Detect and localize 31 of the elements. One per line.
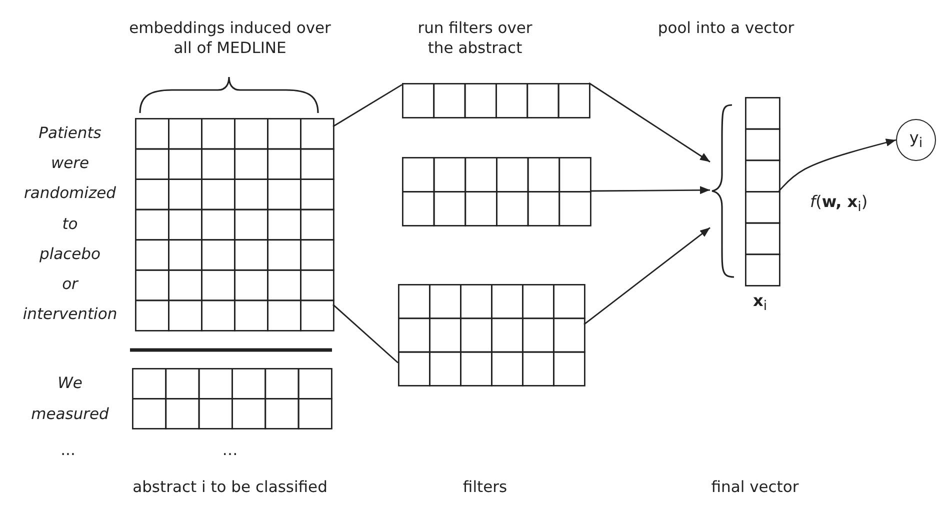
matrix-grid (402, 157, 590, 225)
connector-line (332, 84, 402, 128)
arrow (588, 82, 710, 162)
arrow (584, 227, 710, 325)
word-label: were (50, 153, 90, 173)
word-label: or (62, 274, 78, 294)
matrix-grid (398, 284, 584, 385)
arrow (778, 138, 896, 192)
word-label: randomized (24, 183, 116, 203)
word-label: We (58, 373, 82, 393)
heading: run filters over the abstract (416, 18, 534, 58)
output-circle: y$_{i}$ (896, 119, 936, 161)
caption: final vector (711, 477, 799, 497)
caption: abstract i to be classified (132, 477, 328, 497)
vector-label: x$_{i}$ (753, 291, 768, 314)
word-label: Patients (38, 123, 102, 143)
caption: filters (462, 477, 508, 497)
arrow (590, 186, 710, 194)
matrix-grid (135, 118, 333, 330)
word-label: measured (31, 404, 109, 424)
word-label: placebo (39, 244, 101, 264)
matrix-grid (132, 368, 331, 428)
connector-line (332, 304, 398, 364)
matrix-grid (402, 83, 589, 117)
word-label: to (62, 214, 78, 234)
ellipsis: ... (60, 440, 76, 460)
ellipsis: … (222, 440, 238, 460)
word-label: intervention (22, 304, 118, 324)
heading: embeddings induced over all of MEDLINE (128, 18, 332, 58)
heading: pool into a vector (658, 18, 794, 38)
vector-grid (710, 97, 779, 285)
